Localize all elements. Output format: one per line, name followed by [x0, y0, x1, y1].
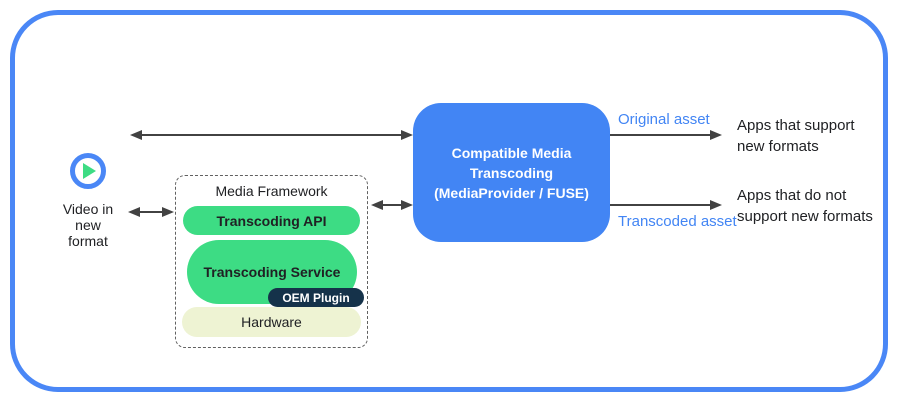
- media-framework-box: Media Framework Transcoding API Transcod…: [175, 175, 368, 348]
- oem-plugin-pill: OEM Plugin: [268, 288, 364, 307]
- transcoding-api-pill: Transcoding API: [183, 206, 360, 235]
- arrow-source-to-transcoder: [142, 134, 401, 136]
- original-asset-label: Original asset: [618, 111, 710, 128]
- apps-no-support-label: Apps that do not support new formats: [737, 187, 873, 225]
- transcoder-title: Compatible Media Transcoding (MediaProvi…: [434, 144, 589, 201]
- diagram-frame: [10, 10, 888, 392]
- arrow-transcoded-asset: [610, 204, 710, 206]
- compatible-media-transcoding-box: Compatible Media Transcoding (MediaProvi…: [413, 103, 610, 242]
- play-icon: [70, 153, 106, 189]
- arrow-framework-to-transcoder: [383, 204, 401, 206]
- video-source-label: Video in new format: [62, 201, 114, 249]
- media-framework-title: Media Framework: [215, 183, 328, 199]
- transcoded-asset-label: Transcoded asset: [618, 213, 737, 230]
- apps-support-label: Apps that support new formats: [737, 117, 855, 155]
- arrow-original-asset: [610, 134, 710, 136]
- hardware-pill: Hardware: [182, 307, 361, 337]
- arrow-source-to-framework: [140, 211, 162, 213]
- play-triangle-icon: [83, 163, 96, 179]
